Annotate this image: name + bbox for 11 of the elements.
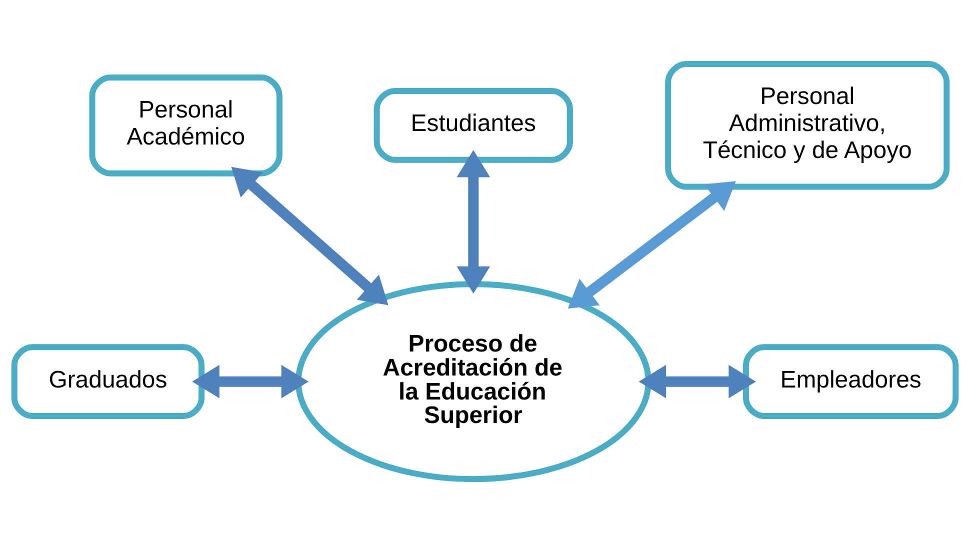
node-box: Personal Académico: [89, 74, 282, 176]
arrow: [231, 166, 388, 305]
arrow: [456, 149, 490, 294]
arrow: [192, 364, 309, 398]
node-box: Personal Administrativo, Técnico y de Apoyo: [665, 60, 950, 190]
node-box: Empleadores: [742, 344, 959, 419]
arrow: [568, 180, 736, 308]
node-ellipse: Proceso de Acreditación de la Educación Superior: [295, 280, 652, 482]
arrow: [638, 364, 756, 398]
node-box: Graduados: [11, 344, 205, 419]
node-box: Estudiantes: [374, 87, 573, 162]
